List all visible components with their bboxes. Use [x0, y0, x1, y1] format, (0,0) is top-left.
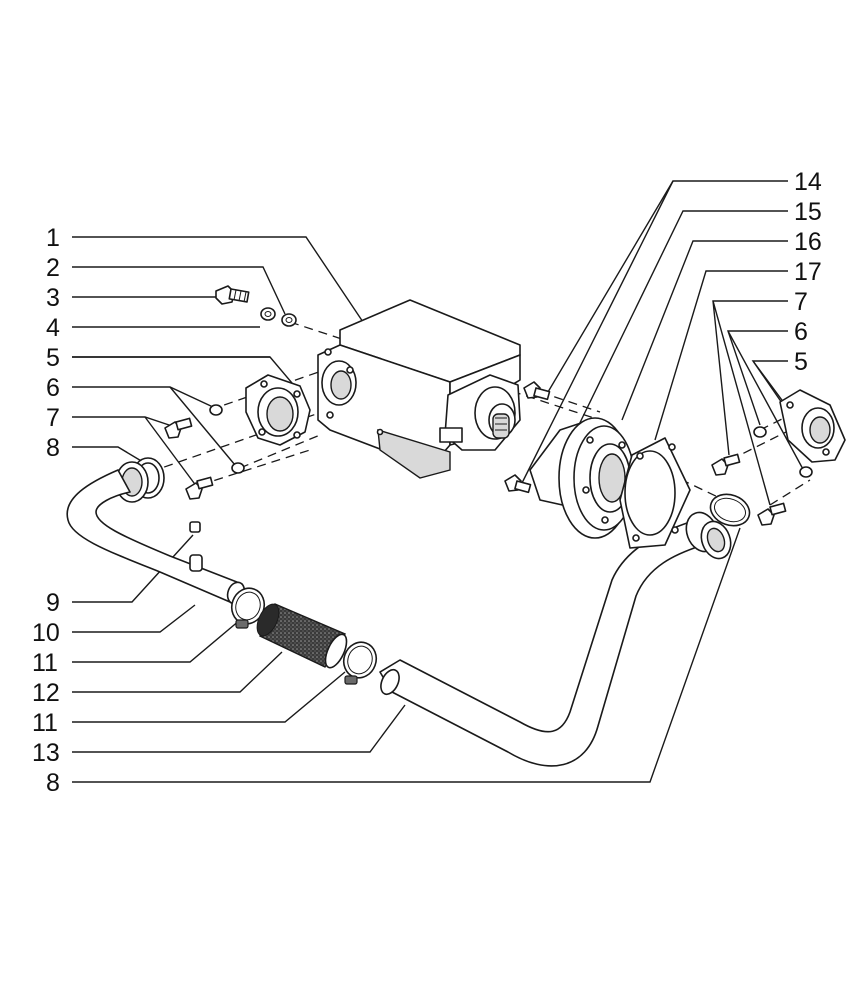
callout-4: 4	[46, 314, 60, 342]
callout-11b: 11	[32, 709, 58, 737]
callout-15: 15	[794, 198, 822, 226]
callouts-right: 14 15 16 17 7 6 5	[794, 168, 822, 376]
right-flange	[779, 389, 846, 463]
flange-gasket	[619, 437, 691, 549]
callout-11: 11	[32, 649, 58, 677]
callout-13: 13	[32, 739, 60, 767]
callout-7-right: 7	[794, 288, 808, 316]
right-flange-housing	[529, 417, 635, 539]
callout-8: 8	[46, 434, 60, 462]
callout-14: 14	[794, 168, 822, 196]
callout-7: 7	[46, 404, 60, 432]
right-fasteners	[711, 426, 813, 526]
right-mounting-screws	[504, 381, 551, 494]
callout-10: 10	[32, 619, 60, 647]
callouts-left: 1 2 3 4 5 6 7 8 9 10 11 12 11 13 8	[32, 224, 60, 797]
delivery-pipe	[379, 511, 732, 767]
callout-1: 1	[46, 224, 60, 252]
callout-3: 3	[46, 284, 60, 312]
callout-17: 17	[794, 258, 822, 286]
left-lower-fasteners	[164, 404, 245, 500]
callout-5: 5	[46, 344, 60, 372]
left-upper-fasteners	[215, 285, 297, 327]
leader-lines	[72, 180, 812, 783]
callout-8b: 8	[46, 769, 60, 797]
callout-2: 2	[46, 254, 60, 282]
callout-9: 9	[46, 589, 60, 617]
pump-body	[317, 299, 521, 479]
callout-12: 12	[32, 679, 60, 707]
right-seal-ring	[709, 493, 751, 527]
callout-16: 16	[794, 228, 822, 256]
drain-plug	[189, 521, 203, 572]
hose-clamp-right	[342, 641, 378, 685]
left-flange	[245, 374, 311, 446]
callout-6: 6	[46, 374, 60, 402]
flexible-hose	[256, 603, 348, 669]
callout-5-right: 5	[794, 348, 808, 376]
callout-6-right: 6	[794, 318, 808, 346]
